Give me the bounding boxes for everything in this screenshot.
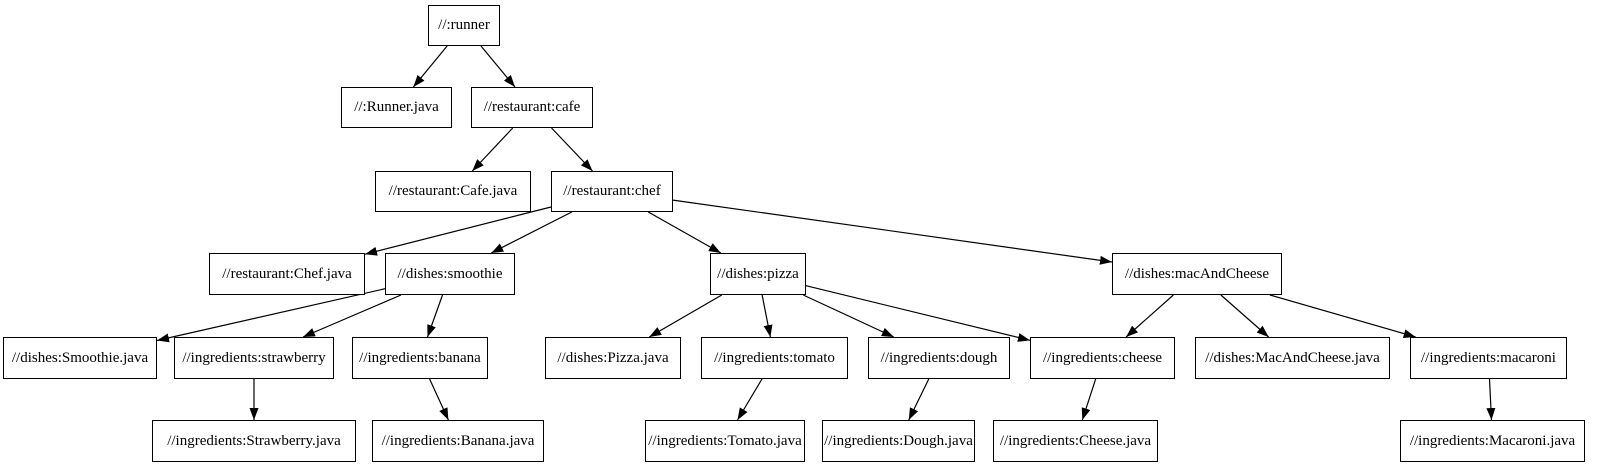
- node-label: //dishes:Pizza.java: [557, 349, 669, 366]
- graph-node-banana: //ingredients:banana: [352, 337, 488, 379]
- graph-node-cheese-java: //ingredients:Cheese.java: [993, 420, 1158, 462]
- graph-node-chef-java: //restaurant:Chef.java: [209, 253, 365, 295]
- edge-chef-to-chef-java: [364, 206, 552, 256]
- graph-node-macaroni: //ingredients:macaroni: [1410, 337, 1567, 379]
- graph-node-strawberry-java: //ingredients:Strawberry.java: [152, 420, 356, 462]
- edge-pizza-to-dough: [802, 294, 895, 338]
- edge-runner-to-cafe: [480, 45, 516, 88]
- node-label: //dishes:macAndCheese: [1124, 265, 1270, 282]
- edge-smoothie-to-strawberry: [302, 294, 402, 338]
- edge-runner-to-runner-java: [412, 45, 448, 88]
- graph-node-smoothie: //dishes:smoothie: [385, 253, 515, 295]
- node-label: //ingredients:Macaroni.java: [1409, 432, 1576, 449]
- graph-node-strawberry: //ingredients:strawberry: [174, 337, 334, 379]
- edge-smoothie-to-smoothie-java: [156, 288, 386, 343]
- node-label: //restaurant:cafe: [483, 99, 581, 115]
- node-label: //ingredients:banana: [359, 349, 481, 366]
- graph-node-pizza: //dishes:pizza: [710, 253, 806, 295]
- edge-chef-to-pizza: [647, 211, 722, 254]
- node-label: //ingredients:strawberry: [182, 349, 326, 366]
- edge-smoothie-to-banana: [426, 294, 444, 338]
- edge-pizza-to-pizza-java: [648, 294, 723, 338]
- node-label: //ingredients:Dough.java: [824, 432, 973, 449]
- edge-dough-to-dough-java: [908, 378, 930, 421]
- graph-node-tomato-java: //ingredients:Tomato.java: [645, 420, 805, 462]
- node-label: //:Runner.java: [354, 99, 439, 115]
- graph-node-cafe-java: //restaurant:Cafe.java: [375, 171, 531, 212]
- node-label: //:runner: [438, 17, 490, 33]
- graph-node-mac-and-cheese: //dishes:macAndCheese: [1112, 253, 1282, 295]
- node-label: //restaurant:Chef.java: [222, 265, 352, 282]
- edge-mac-and-cheese-to-cheese: [1125, 294, 1174, 338]
- node-label: //restaurant:chef: [563, 183, 661, 199]
- node-label: //dishes:pizza: [717, 265, 799, 282]
- graph-node-dough-java: //ingredients:Dough.java: [822, 420, 975, 462]
- node-label: //dishes:MacAndCheese.java: [1205, 349, 1380, 366]
- edge-pizza-to-cheese: [805, 285, 1031, 342]
- graph-node-dough: //ingredients:dough: [868, 337, 1010, 379]
- edge-banana-to-banana-java: [429, 378, 449, 421]
- node-label: //ingredients:macaroni: [1421, 349, 1556, 366]
- graph-node-mac-and-cheese-java: //dishes:MacAndCheese.java: [1195, 337, 1390, 379]
- graph-node-smoothie-java: //dishes:Smoothie.java: [3, 337, 157, 379]
- graph-node-pizza-java: //dishes:Pizza.java: [545, 337, 681, 379]
- node-label: //restaurant:Cafe.java: [388, 183, 518, 199]
- edge-pizza-to-tomato: [761, 294, 773, 338]
- edge-cheese-to-cheese-java: [1081, 378, 1097, 421]
- node-label: //ingredients:tomato: [714, 349, 835, 366]
- node-label: //dishes:Smoothie.java: [11, 349, 149, 366]
- graph-node-banana-java: //ingredients:Banana.java: [372, 420, 544, 462]
- edge-macaroni-to-macaroni-java: [1486, 378, 1496, 421]
- edge-cafe-to-cafe-java: [471, 127, 514, 172]
- edge-cafe-to-chef: [551, 127, 593, 172]
- node-label: //ingredients:dough: [880, 349, 998, 366]
- graph-node-cheese: //ingredients:cheese: [1030, 337, 1175, 379]
- node-label: //ingredients:Strawberry.java: [167, 432, 341, 449]
- node-label: //ingredients:cheese: [1042, 349, 1163, 366]
- node-label: //ingredients:Cheese.java: [999, 432, 1152, 449]
- graph-node-chef: //restaurant:chef: [551, 171, 673, 212]
- edge-mac-and-cheese-to-macaroni: [1269, 294, 1416, 339]
- graph-node-tomato: //ingredients:tomato: [701, 337, 848, 379]
- node-label: //dishes:smoothie: [397, 265, 503, 282]
- graph-node-runner: //:runner: [428, 5, 500, 46]
- edge-tomato-to-tomato-java: [737, 378, 763, 421]
- edge-chef-to-mac-and-cheese: [672, 199, 1113, 265]
- node-label: //ingredients:Tomato.java: [648, 432, 802, 449]
- graph-node-cafe: //restaurant:cafe: [471, 87, 593, 128]
- graph-node-macaroni-java: //ingredients:Macaroni.java: [1400, 420, 1585, 462]
- node-label: //ingredients:Banana.java: [381, 432, 535, 449]
- edge-chef-to-smoothie: [490, 211, 573, 254]
- edge-mac-and-cheese-to-mac-and-cheese-java: [1220, 294, 1270, 338]
- graph-node-runner-java: //:Runner.java: [341, 87, 452, 128]
